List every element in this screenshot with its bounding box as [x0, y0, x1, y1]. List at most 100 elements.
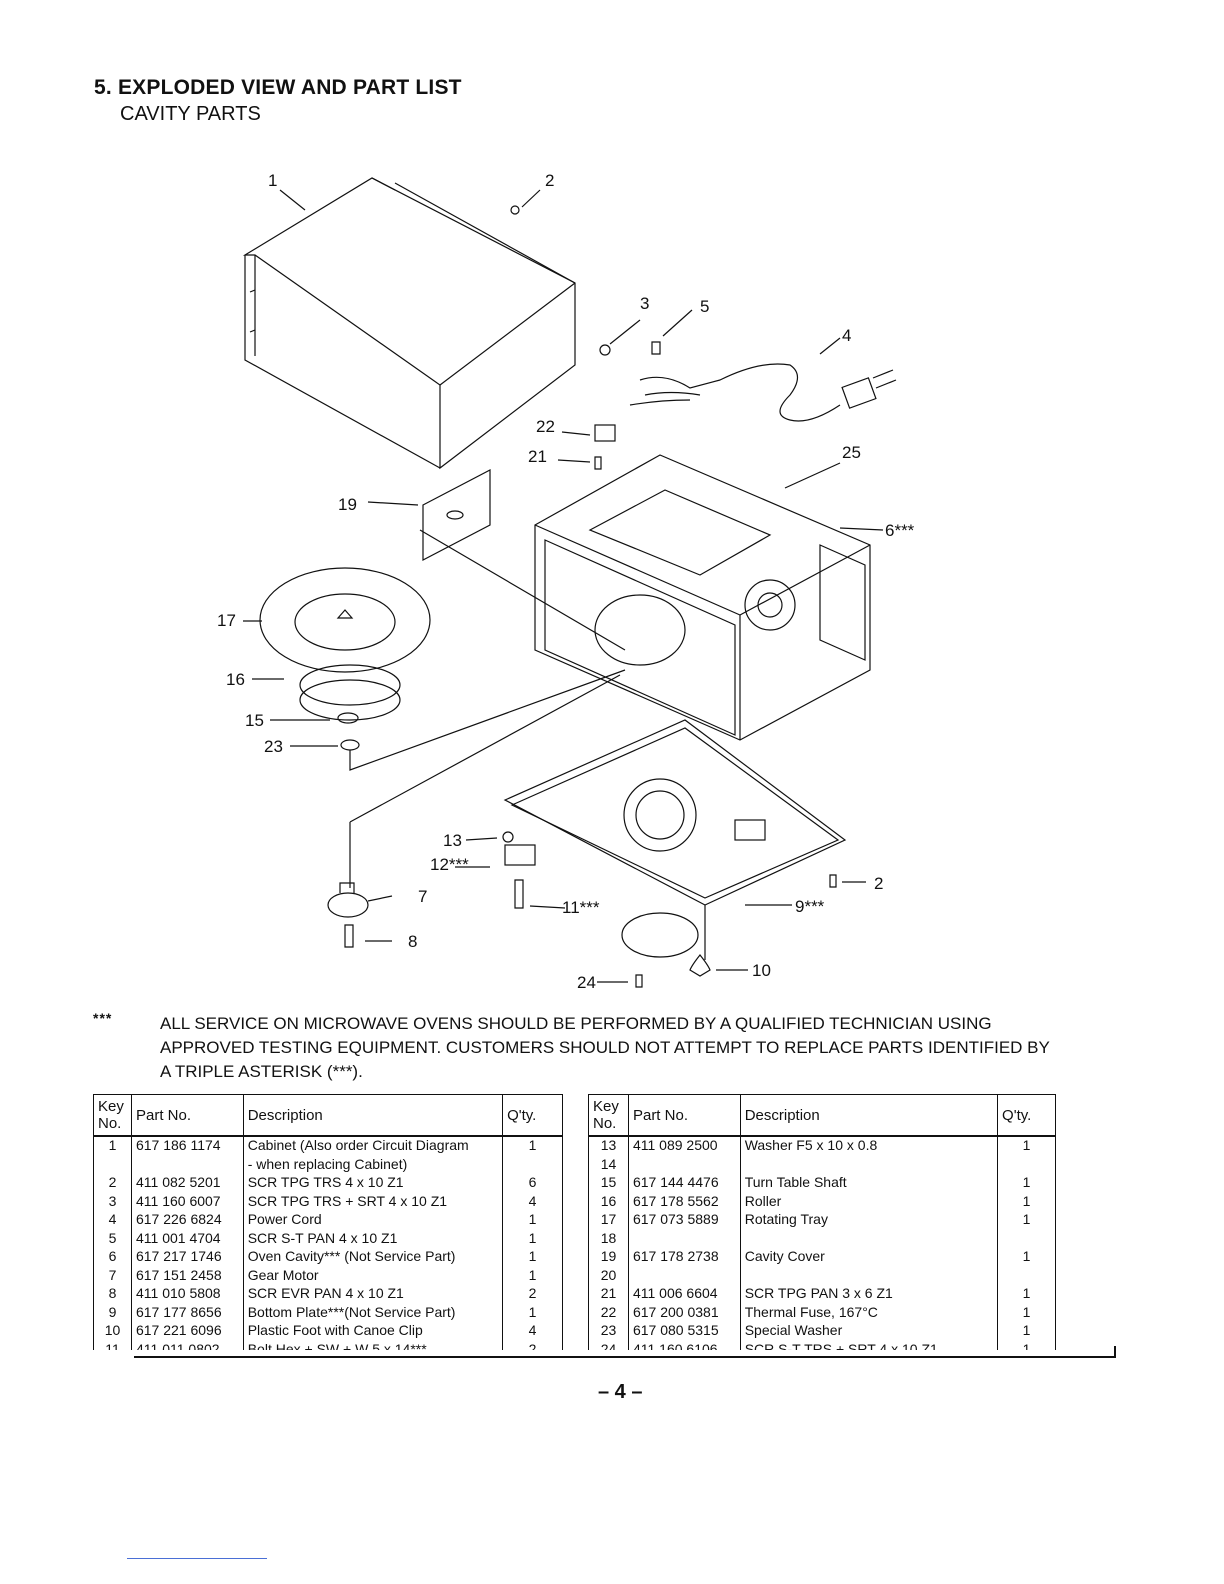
- callout-12: 12***: [430, 855, 469, 874]
- table-row: - when replacing Cabinet): [93, 1155, 563, 1174]
- callout-13: 13: [443, 831, 462, 850]
- quantity-cell: 1: [997, 1322, 1056, 1341]
- col-desc: Description: [242, 1094, 504, 1137]
- service-notice: ALL SERVICE ON MICROWAVE OVENS SHOULD BE…: [160, 1014, 1050, 1081]
- exploded-view-diagram: 1 2 3 5 4 22 21 25 19 6*** 17 16 15 23 1…: [217, 171, 915, 992]
- quantity-cell: 1: [997, 1248, 1056, 1267]
- plastic-foot: [689, 954, 711, 977]
- description-cell: Special Washer: [739, 1322, 999, 1341]
- thermal-fuse: [594, 424, 616, 442]
- table-row: 18: [588, 1229, 1056, 1248]
- roller-drawing: [299, 664, 401, 721]
- description-cell: Turn Table Shaft: [739, 1174, 999, 1193]
- part-number-cell: [627, 1229, 741, 1248]
- cavity-cover: [422, 469, 491, 561]
- bolt-11: [514, 879, 524, 909]
- description-cell: Cabinet (Also order Circuit Diagram: [242, 1136, 504, 1156]
- key-cell: [93, 1155, 132, 1174]
- quantity-cell: 2: [502, 1285, 563, 1304]
- description-cell: [739, 1266, 999, 1285]
- col-qty: Q'ty.: [997, 1094, 1056, 1137]
- key-cell: 13: [588, 1136, 629, 1156]
- part-number-cell: 617 151 2458: [130, 1266, 244, 1285]
- callout-11: 11***: [562, 898, 600, 917]
- quantity-cell: 1: [502, 1229, 563, 1248]
- key-cell: 22: [588, 1303, 629, 1322]
- quantity-cell: 1: [997, 1303, 1056, 1322]
- section-subtitle: CAVITY PARTS: [120, 103, 261, 125]
- quantity-cell: [502, 1155, 563, 1174]
- key-cell: 21: [588, 1285, 629, 1304]
- key-cell: 10: [93, 1322, 132, 1341]
- screw-8: [344, 924, 354, 948]
- quantity-cell: 1: [997, 1285, 1056, 1304]
- gear-motor-drawing: [327, 882, 369, 918]
- description-cell: SCR TPG TRS + SRT 4 x 10 Z1: [242, 1192, 504, 1211]
- key-cell: 1: [93, 1136, 132, 1156]
- part-number-cell: 617 186 1174: [130, 1136, 244, 1156]
- part-number-cell: 617 177 8656: [130, 1303, 244, 1322]
- callout-2b: 2: [874, 874, 883, 893]
- description-cell: SCR TPG TRS 4 x 10 Z1: [242, 1174, 504, 1193]
- callout-17: 17: [217, 611, 236, 630]
- description-cell: [739, 1229, 999, 1248]
- key-cell: 19: [588, 1248, 629, 1267]
- quantity-cell: 1: [997, 1174, 1056, 1193]
- key-cell: 17: [588, 1211, 629, 1230]
- callout-10: 10: [752, 961, 771, 980]
- key-cell: 11: [93, 1340, 132, 1350]
- table-row: 20: [588, 1266, 1056, 1285]
- callout-23: 23: [264, 737, 283, 756]
- quantity-cell: 1: [502, 1211, 563, 1230]
- part-number-cell: [130, 1155, 244, 1174]
- turntable-shaft: [337, 712, 359, 724]
- quantity-cell: 1: [997, 1192, 1056, 1211]
- quantity-cell: 1: [502, 1266, 563, 1285]
- part-number-cell: 411 010 5808: [130, 1285, 244, 1304]
- key-cell: 5: [93, 1229, 132, 1248]
- screw-2-top: [510, 205, 520, 215]
- description-cell: Bolt Hex + SW + W 5 x 14***: [242, 1340, 504, 1350]
- quantity-cell: 1: [997, 1211, 1056, 1230]
- description-cell: Power Cord: [242, 1211, 504, 1230]
- callout-25: 25: [842, 443, 861, 462]
- part-number-cell: 411 001 4704: [130, 1229, 244, 1248]
- part-number-cell: 411 160 6007: [130, 1192, 244, 1211]
- quantity-cell: 4: [502, 1322, 563, 1341]
- key-cell: 8: [93, 1285, 132, 1304]
- quantity-cell: 1: [502, 1303, 563, 1322]
- key-cell: 20: [588, 1266, 629, 1285]
- part-number-cell: 617 144 4476: [627, 1174, 741, 1193]
- part-number-cell: 617 178 5562: [627, 1192, 741, 1211]
- part-number-cell: 411 011 0802: [130, 1340, 244, 1350]
- callout-19: 19: [338, 495, 357, 514]
- rotating-tray-drawing: [259, 567, 431, 673]
- callout-4: 4: [842, 326, 851, 345]
- key-cell: 14: [588, 1155, 629, 1174]
- description-cell: [739, 1155, 999, 1174]
- screw-24: [635, 974, 643, 988]
- part-number-cell: 411 089 2500: [627, 1136, 741, 1156]
- col-desc: Description: [739, 1094, 999, 1137]
- quantity-cell: 4: [502, 1192, 563, 1211]
- callout-22: 22: [536, 417, 555, 436]
- part-number-cell: 411 160 6106: [627, 1340, 741, 1350]
- description-cell: Roller: [739, 1192, 999, 1211]
- description-cell: Thermal Fuse, 167°C: [739, 1303, 999, 1322]
- cover-plate: [621, 912, 699, 958]
- notice-asterisks: ***: [93, 1010, 113, 1026]
- key-cell: 16: [588, 1192, 629, 1211]
- scan-artifact-line: [127, 1558, 267, 1559]
- callout-7: 7: [418, 887, 427, 906]
- part-number-cell: 411 006 6604: [627, 1285, 741, 1304]
